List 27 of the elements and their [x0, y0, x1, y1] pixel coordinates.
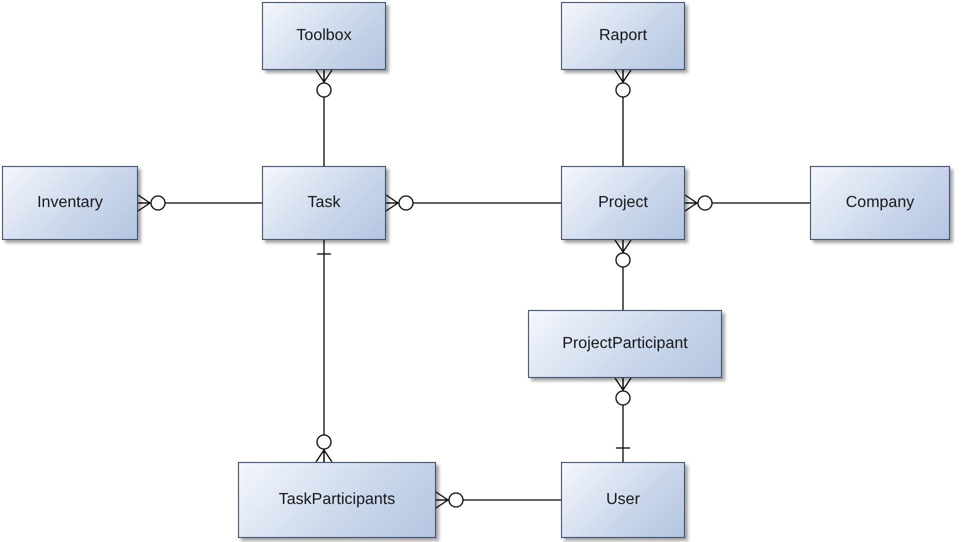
entity-box	[561, 166, 685, 240]
relationship-line	[137, 194, 262, 212]
entity-name: Task	[308, 194, 340, 212]
relationship-line	[385, 194, 561, 212]
entity-name: Inventary	[37, 194, 103, 212]
relationship-line	[614, 69, 632, 166]
entity-box	[561, 462, 685, 538]
entity-name: TaskParticipants	[278, 491, 396, 509]
relationship-line	[614, 377, 632, 462]
entity-name: Toolbox	[296, 27, 352, 45]
relationship-line	[435, 491, 561, 509]
entity-box	[810, 166, 950, 240]
relationship-line	[315, 240, 333, 463]
relationship-line	[315, 69, 333, 166]
entity-name: Project	[598, 194, 648, 212]
entity-box	[561, 2, 685, 70]
relationship-line	[684, 194, 810, 212]
entity-name: Raport	[598, 27, 648, 45]
entity-box	[2, 166, 138, 240]
entity-box	[262, 2, 386, 70]
entity-name: ProjectParticipant	[562, 335, 688, 353]
entity-name: Company	[846, 194, 914, 212]
entity-box	[528, 310, 722, 378]
entity-box	[238, 462, 436, 538]
entity-box	[262, 166, 386, 240]
entity-name: User	[606, 491, 640, 509]
relationship-line	[614, 239, 632, 310]
